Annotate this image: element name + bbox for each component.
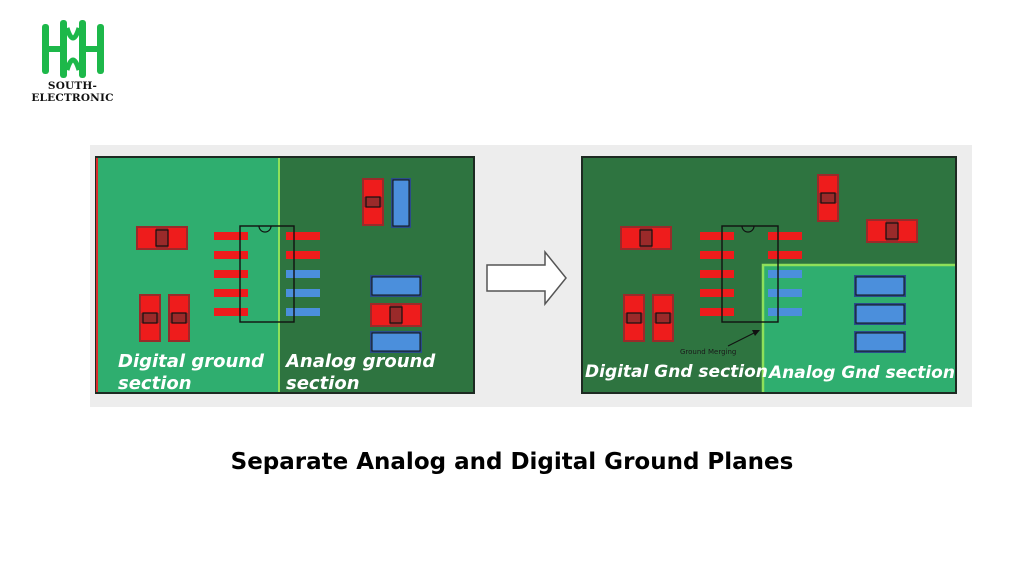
ground-merging-pointer xyxy=(727,330,759,347)
analog-capacitor xyxy=(853,330,907,354)
digital-resistor xyxy=(622,293,646,343)
analog-section-label: Analog Gnd section xyxy=(767,363,955,383)
ic-chip xyxy=(214,225,320,323)
left-diagram: Digital ground section Analog ground sec… xyxy=(95,156,475,394)
analog-section-label-2: section xyxy=(286,373,360,394)
logo-text: SOUTH-ELECTRONIC xyxy=(31,80,114,104)
analog-capacitor xyxy=(390,177,412,229)
digital-resistor xyxy=(135,225,189,251)
right-arrow-icon xyxy=(486,249,567,307)
right-diagram: Ground Merging Digital Gnd section Analo… xyxy=(581,156,957,394)
digital-resistor xyxy=(619,225,673,251)
digital-resistor xyxy=(816,173,840,223)
digital-section-label-2: section xyxy=(118,373,192,394)
analog-resistor xyxy=(369,302,423,328)
digital-resistor xyxy=(651,293,675,343)
analog-capacitor xyxy=(853,274,907,298)
analog-capacitor xyxy=(369,330,423,354)
figure-caption: Separate Analog and Digital Ground Plane… xyxy=(230,449,794,475)
digital-resistor xyxy=(138,293,162,343)
company-logo: SOUTH-ELECTRONIC xyxy=(10,18,135,104)
analog-island-boundary xyxy=(761,263,956,392)
digital-resistor xyxy=(167,293,191,343)
digital-section-label: Digital Gnd section xyxy=(585,362,768,382)
analog-section-label: Analog ground xyxy=(284,351,436,372)
analog-capacitor xyxy=(853,302,907,326)
analog-resistor xyxy=(361,177,385,227)
ic-chip xyxy=(700,225,802,323)
digital-ground-plane xyxy=(96,158,280,392)
digital-section-label: Digital ground xyxy=(118,351,265,372)
analog-capacitor xyxy=(369,274,423,298)
logo-mark-icon xyxy=(42,20,104,78)
ground-merging-label: Ground Merging xyxy=(680,348,736,356)
digital-resistor xyxy=(865,218,919,244)
